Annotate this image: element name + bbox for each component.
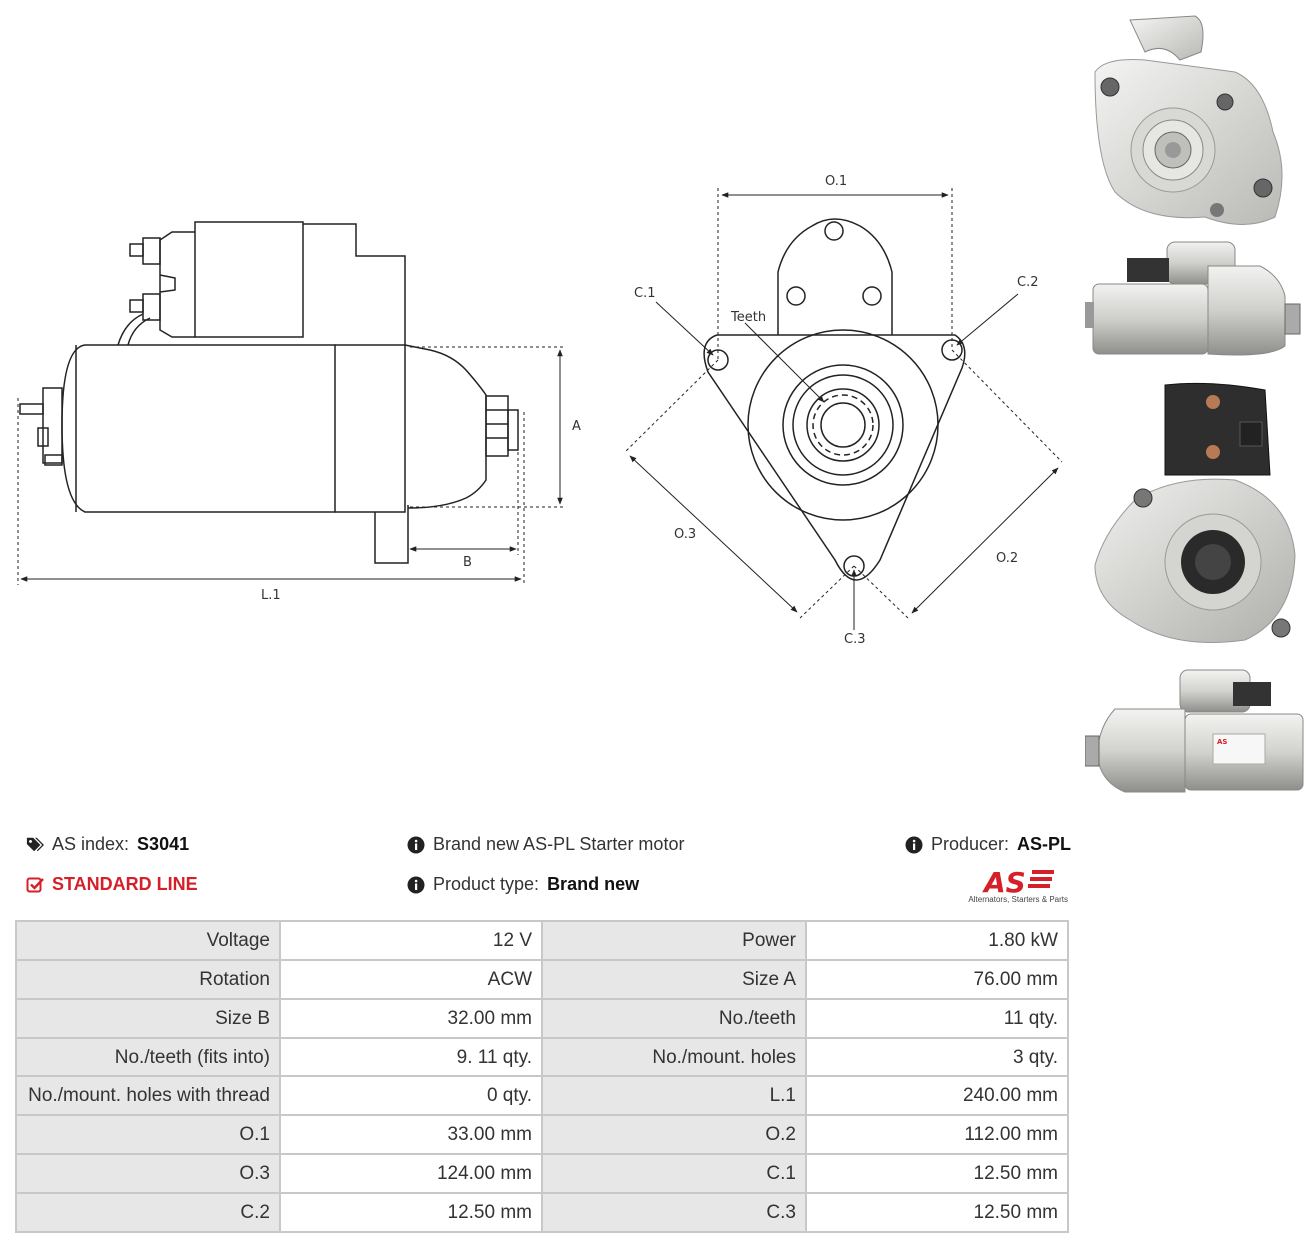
dim-label-teeth: Teeth bbox=[730, 310, 766, 325]
as-index-label: AS index: bbox=[52, 834, 130, 854]
info-icon bbox=[407, 836, 425, 854]
spec-value: ACW bbox=[279, 958, 543, 1000]
spec-label: Voltage bbox=[15, 920, 281, 961]
spec-label: No./mount. holes with thread bbox=[15, 1075, 281, 1117]
front-view-photo bbox=[1094, 15, 1283, 225]
spec-value: 3 qty. bbox=[805, 1036, 1069, 1078]
spec-value: 12.50 mm bbox=[279, 1191, 543, 1233]
spec-label: Rotation bbox=[15, 958, 281, 1000]
checkbox-check-icon bbox=[26, 876, 44, 894]
spec-value: 32.00 mm bbox=[279, 997, 543, 1039]
as-index-value: S3041 bbox=[137, 834, 190, 854]
as-index: AS index: S3041 bbox=[26, 834, 189, 855]
spec-label: No./mount. holes bbox=[541, 1036, 807, 1078]
product-type: Product type: Brand new bbox=[407, 874, 639, 895]
spec-label: O.2 bbox=[541, 1114, 807, 1156]
dim-label-c1: C.1 bbox=[634, 286, 655, 301]
product-type-value: Brand new bbox=[547, 874, 640, 894]
spec-label: Size B bbox=[15, 997, 281, 1039]
side-view-dimensions bbox=[17, 346, 565, 585]
standard-line: STANDARD LINE bbox=[26, 874, 198, 895]
dim-label-o3: O.3 bbox=[674, 527, 696, 542]
product-type-label: Product type: bbox=[433, 874, 540, 894]
spec-value: 0 qty. bbox=[279, 1075, 543, 1117]
spec-label: No./teeth bbox=[541, 997, 807, 1039]
spec-value: 1.80 kW bbox=[805, 920, 1069, 961]
spec-value: 12 V bbox=[279, 920, 543, 961]
spec-label: C.3 bbox=[541, 1191, 807, 1233]
spec-value: 240.00 mm bbox=[805, 1075, 1069, 1117]
spec-label: No./teeth (fits into) bbox=[15, 1036, 281, 1078]
side-view-drawing bbox=[19, 221, 519, 564]
spec-value: 9. 11 qty. bbox=[279, 1036, 543, 1078]
description-text: Brand new AS-PL Starter motor bbox=[433, 834, 685, 854]
spec-value: 11 qty. bbox=[805, 997, 1069, 1039]
spec-value: 76.00 mm bbox=[805, 958, 1069, 1000]
spec-label: L.1 bbox=[541, 1075, 807, 1117]
spec-label: Size A bbox=[541, 958, 807, 1000]
spec-label: C.1 bbox=[541, 1153, 807, 1194]
dim-label-c3: C.3 bbox=[844, 632, 865, 647]
line-label: STANDARD LINE bbox=[52, 874, 198, 894]
as-pl-logo: AS Alternators, Starters & Parts bbox=[960, 866, 1068, 906]
spec-label: C.2 bbox=[15, 1191, 281, 1233]
spec-value: 33.00 mm bbox=[279, 1114, 543, 1156]
dim-label-o2: O.2 bbox=[996, 551, 1018, 566]
front-view-drawing bbox=[703, 218, 966, 581]
spec-label: O.3 bbox=[15, 1153, 281, 1194]
description: Brand new AS-PL Starter motor bbox=[407, 834, 684, 855]
dim-label-b: B bbox=[463, 555, 472, 570]
spec-value: 124.00 mm bbox=[279, 1153, 543, 1194]
logo-text: AS bbox=[982, 866, 1026, 896]
side-view-photo-2: AS bbox=[1085, 669, 1304, 793]
info-icon bbox=[407, 876, 425, 894]
product-info: AS index: S3041 STANDARD LINE Brand new … bbox=[0, 828, 1316, 918]
spec-label: O.1 bbox=[15, 1114, 281, 1156]
tags-icon bbox=[26, 836, 44, 854]
dim-label-a: A bbox=[572, 419, 581, 434]
side-view-photo bbox=[1085, 241, 1301, 356]
spec-value: 112.00 mm bbox=[805, 1114, 1069, 1156]
producer-label: Producer: bbox=[931, 834, 1010, 854]
dim-label-c2: C.2 bbox=[1017, 275, 1038, 290]
technical-drawing: A B L.1 O.1 O.2 O.3 C.1 C.2 C bbox=[17, 174, 1063, 647]
spec-label: Power bbox=[541, 920, 807, 961]
spec-value: 12.50 mm bbox=[805, 1153, 1069, 1194]
producer-value: AS-PL bbox=[1017, 834, 1072, 854]
dim-label-l1: L.1 bbox=[261, 588, 281, 603]
rear-view-photo bbox=[1094, 382, 1296, 643]
producer: Producer: AS-PL bbox=[905, 834, 1071, 855]
info-icon bbox=[905, 836, 923, 854]
front-view-dimensions bbox=[624, 188, 1063, 630]
dim-label-o1: O.1 bbox=[825, 174, 847, 189]
svg-text:AS: AS bbox=[1217, 738, 1227, 746]
logo-tagline: Alternators, Starters & Parts bbox=[968, 895, 1068, 904]
table-row: No./teeth (fits into)9. 11 qty.No./mount… bbox=[15, 1036, 1069, 1078]
spec-value: 12.50 mm bbox=[805, 1191, 1069, 1233]
